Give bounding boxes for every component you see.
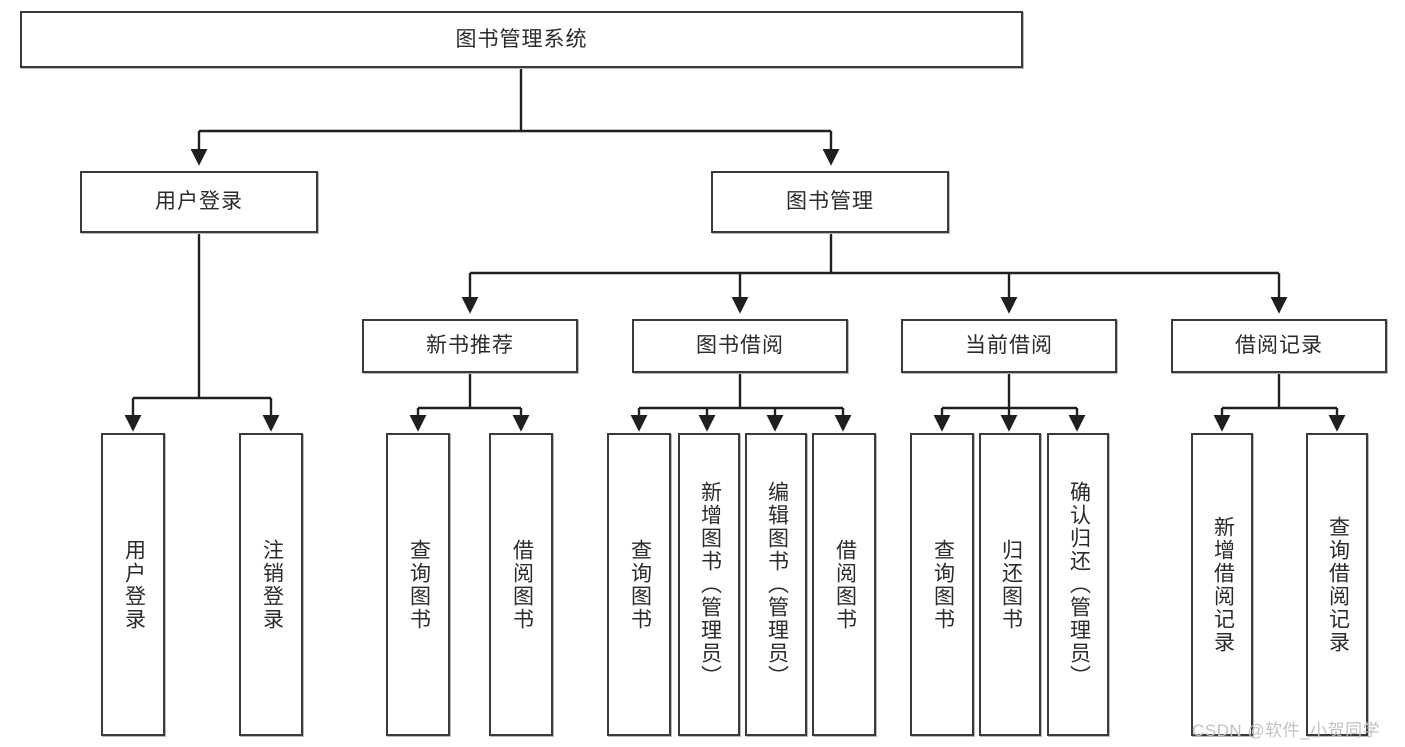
node-user-login-label: 用户登录 bbox=[155, 190, 243, 214]
node-leaf-logout[interactable]: 注销登录 bbox=[239, 433, 303, 736]
node-book-manage-label: 图书管理 bbox=[786, 190, 874, 214]
node-leaf-edit-book[interactable]: 编辑图书（管理员） bbox=[745, 433, 807, 736]
node-leaf-add-record[interactable]: 新增借阅记录 bbox=[1191, 433, 1253, 736]
node-new-book-rec-label: 新书推荐 bbox=[426, 334, 514, 358]
node-book-borrow[interactable]: 图书借阅 bbox=[632, 319, 848, 373]
node-leaf-query-book-1-label: 查询图书 bbox=[407, 538, 431, 631]
node-new-book-rec[interactable]: 新书推荐 bbox=[362, 319, 578, 373]
node-root-label: 图书管理系统 bbox=[455, 27, 588, 51]
node-borrow-record-label: 借阅记录 bbox=[1235, 334, 1323, 358]
node-leaf-query-record-label: 查询借阅记录 bbox=[1326, 515, 1350, 654]
node-leaf-add-book-label: 新增图书（管理员） bbox=[698, 481, 722, 688]
node-leaf-confirm-return-label: 确认归还（管理员） bbox=[1067, 481, 1091, 688]
node-borrow-record[interactable]: 借阅记录 bbox=[1171, 319, 1387, 373]
node-leaf-query-book-2-label: 查询图书 bbox=[628, 538, 652, 631]
csdn-watermark: CSDN @软件_小贺同学 bbox=[1192, 721, 1381, 740]
node-leaf-add-record-label: 新增借阅记录 bbox=[1211, 515, 1235, 654]
node-root[interactable]: 图书管理系统 bbox=[20, 11, 1023, 68]
node-user-login[interactable]: 用户登录 bbox=[80, 171, 318, 233]
node-leaf-borrow-book-1[interactable]: 借阅图书 bbox=[489, 433, 553, 736]
node-leaf-return-book[interactable]: 归还图书 bbox=[979, 433, 1041, 736]
node-leaf-add-book[interactable]: 新增图书（管理员） bbox=[678, 433, 740, 736]
node-leaf-edit-book-label: 编辑图书（管理员） bbox=[765, 481, 789, 688]
node-leaf-logout-label: 注销登录 bbox=[260, 538, 284, 631]
node-leaf-confirm-return[interactable]: 确认归还（管理员） bbox=[1047, 433, 1109, 736]
node-current-borrow-label: 当前借阅 bbox=[965, 334, 1053, 358]
node-current-borrow[interactable]: 当前借阅 bbox=[901, 319, 1117, 373]
node-leaf-user-login[interactable]: 用户登录 bbox=[101, 433, 165, 736]
node-leaf-query-book-2[interactable]: 查询图书 bbox=[607, 433, 671, 736]
node-leaf-borrow-book-1-label: 借阅图书 bbox=[510, 538, 534, 631]
node-leaf-borrow-book-2-label: 借阅图书 bbox=[833, 538, 857, 631]
node-leaf-query-book-3-label: 查询图书 bbox=[931, 538, 955, 631]
node-leaf-borrow-book-2[interactable]: 借阅图书 bbox=[812, 433, 876, 736]
node-book-manage[interactable]: 图书管理 bbox=[711, 171, 949, 233]
node-leaf-user-login-label: 用户登录 bbox=[122, 538, 146, 631]
node-leaf-return-book-label: 归还图书 bbox=[999, 538, 1023, 631]
node-leaf-query-record[interactable]: 查询借阅记录 bbox=[1306, 433, 1368, 736]
node-leaf-query-book-3[interactable]: 查询图书 bbox=[910, 433, 974, 736]
node-leaf-query-book-1[interactable]: 查询图书 bbox=[386, 433, 450, 736]
node-book-borrow-label: 图书借阅 bbox=[696, 334, 784, 358]
